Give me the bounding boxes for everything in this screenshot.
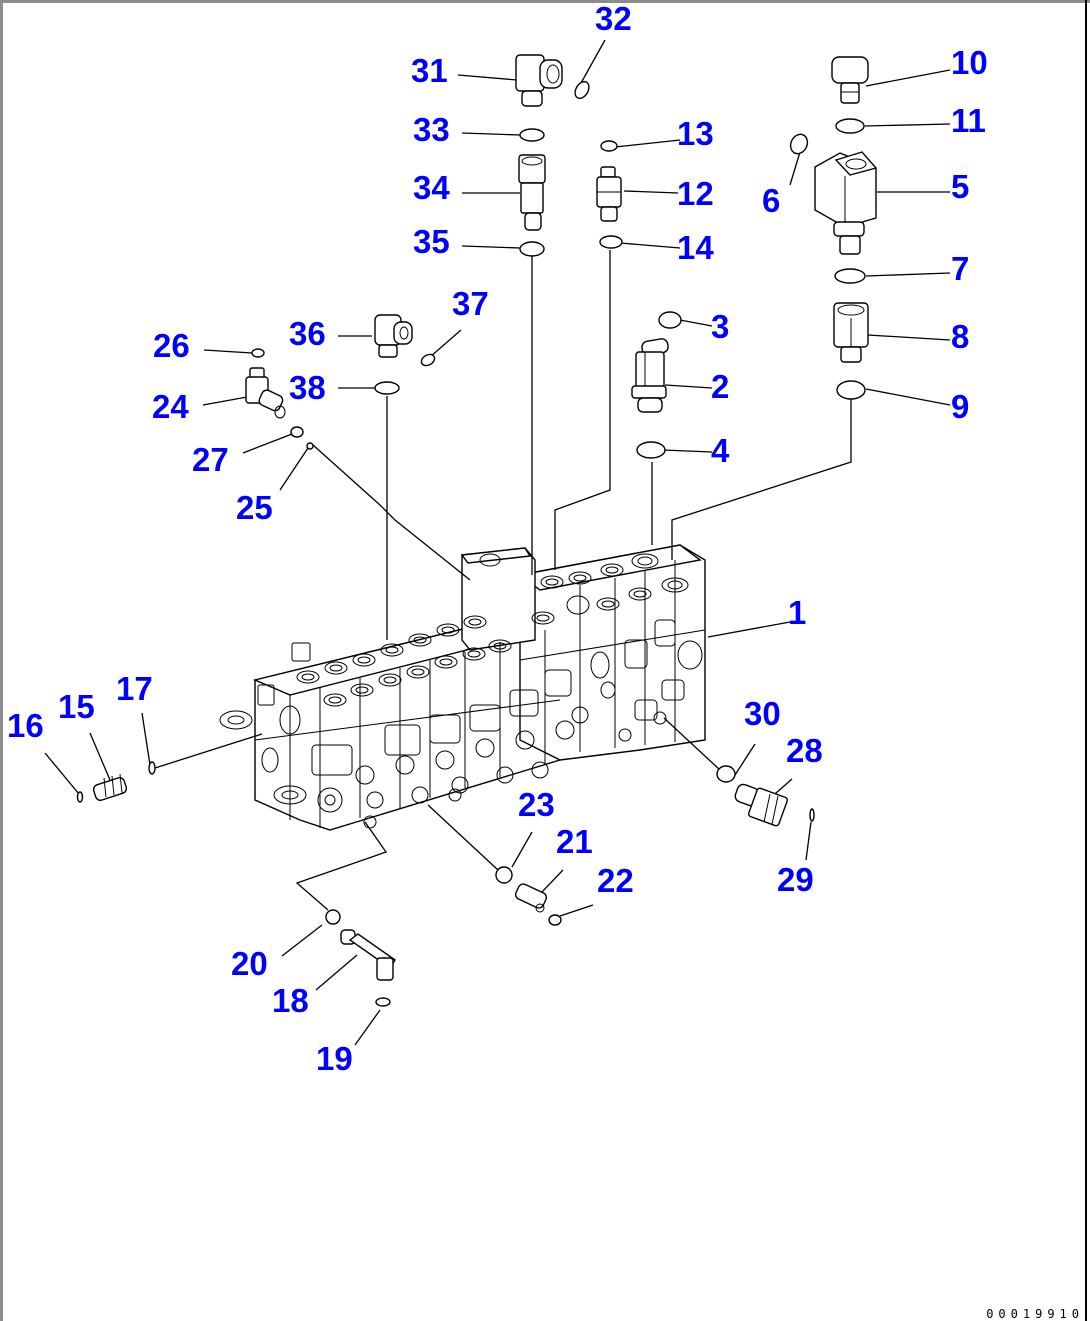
part-22-oring [548,914,562,926]
callout-4: 4 [711,432,730,469]
callout-22: 22 [597,862,634,899]
frame-border-right [1085,0,1087,1321]
callout-13: 13 [677,115,714,152]
callout-14: 14 [677,229,714,266]
callout-30: 30 [744,695,781,732]
callout-12: 12 [677,175,714,212]
callout-15: 15 [58,688,95,725]
part-25-plug [306,442,314,450]
callout-23: 23 [518,786,555,823]
frame-border-top [0,0,1090,3]
part-18-elbow-pipe [340,929,396,981]
part-37-oring [420,353,436,367]
callout-38: 38 [289,369,326,406]
callout-18: 18 [272,982,309,1019]
callout-10: 10 [951,44,988,81]
part-13-oring [600,140,618,152]
frame-border-left [0,0,3,1321]
part-23-oring [495,866,513,884]
callout-36: 36 [289,315,326,352]
callout-3: 3 [711,308,729,345]
part-24-elbow [245,367,286,419]
part-14-oring [599,235,623,249]
callout-16: 16 [7,707,44,744]
part-9-oring [836,380,866,400]
part-31-elbow [515,54,563,107]
callout-34: 34 [413,169,450,206]
callout-9: 9 [951,388,969,425]
part-29-pin [809,808,815,822]
callout-19: 19 [316,1040,353,1077]
callout-8: 8 [951,318,969,355]
part-20-oring [325,909,341,925]
callout-6: 6 [762,182,780,219]
part-19-oring [375,997,391,1007]
callout-7: 7 [951,250,969,287]
part-34-adapter [518,154,546,231]
part-38-oring [374,381,400,395]
callout-29: 29 [777,861,814,898]
part-16-oring [76,791,84,803]
callout-24: 24 [152,388,189,425]
part-7-oring [834,268,866,284]
part-11-oring [835,118,865,134]
callout-20: 20 [231,945,268,982]
part-28-sensor [734,783,789,827]
part-6-oring [789,133,809,155]
callout-5: 5 [951,168,969,205]
callout-37: 37 [452,285,489,322]
callout-25: 25 [236,489,273,526]
callout-labels: 1 2 3 4 5 6 7 8 9 10 11 12 13 14 15 16 1… [7,0,988,1077]
callout-31: 31 [411,52,448,89]
part-36-elbow [374,314,413,358]
part-30-oring [716,765,736,783]
callout-28: 28 [786,732,823,769]
part-21-plug [514,883,548,913]
callout-26: 26 [153,327,190,364]
callout-2: 2 [711,368,729,405]
part-26-oring [251,348,265,358]
part-35-oring [519,241,545,257]
part-8-adapter [833,302,869,363]
callout-27: 27 [192,441,229,478]
part-4-oring [636,441,666,459]
control-valve-body [219,544,706,831]
part-5-elbow [814,151,878,255]
callout-17: 17 [116,670,153,707]
callout-33: 33 [413,111,450,148]
leader-lines [44,39,951,1046]
callout-35: 35 [413,223,450,260]
part-17-oring [148,761,156,775]
part-10-plug [831,56,869,104]
small-parts [76,54,878,1007]
callout-21: 21 [556,823,593,860]
part-32-oring [574,80,590,100]
drawing-code: 00019910 [986,1307,1084,1321]
part-15-plug [92,773,128,801]
callout-1: 1 [788,594,806,631]
part-27-oring [290,426,304,438]
callout-32: 32 [595,0,632,37]
callout-11: 11 [951,102,986,139]
part-2-elbow [631,338,669,413]
part-33-oring [519,128,545,142]
part-12-valve [596,166,622,222]
part-3-oring [658,311,682,329]
